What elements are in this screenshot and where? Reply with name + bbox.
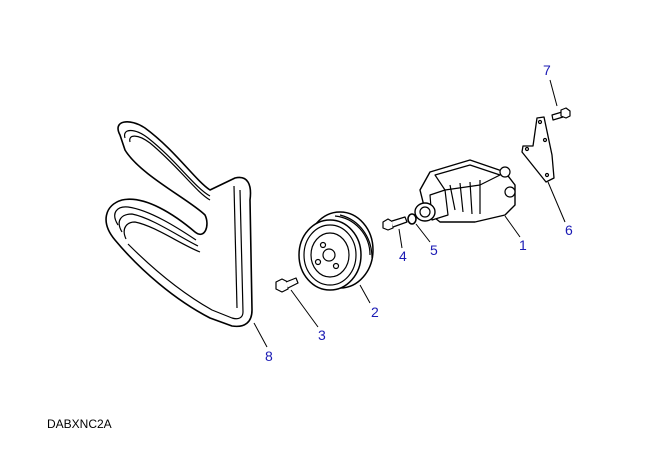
mounting-bracket-drawing	[521, 116, 555, 183]
diagram-reference-code: DABXNC2A	[47, 417, 112, 431]
callout-6[interactable]: 6	[565, 222, 573, 238]
drive-belt-drawing	[105, 121, 253, 328]
callout-4[interactable]: 4	[399, 248, 407, 264]
callout-1[interactable]: 1	[519, 237, 527, 253]
callout-8[interactable]: 8	[265, 348, 273, 364]
pulley-drawing	[298, 211, 374, 291]
leader-lines	[253, 79, 566, 348]
bracket-bolt-drawing	[551, 107, 571, 121]
pulley-bolt-drawing	[275, 277, 299, 293]
callout-3[interactable]: 3	[318, 327, 326, 343]
callout-5[interactable]: 5	[430, 242, 438, 258]
callout-2[interactable]: 2	[371, 304, 379, 320]
pump-bolt-drawing	[382, 216, 408, 231]
power-steering-pump-drawing	[414, 159, 516, 223]
washer-drawing	[407, 213, 417, 225]
callout-7[interactable]: 7	[543, 62, 551, 78]
